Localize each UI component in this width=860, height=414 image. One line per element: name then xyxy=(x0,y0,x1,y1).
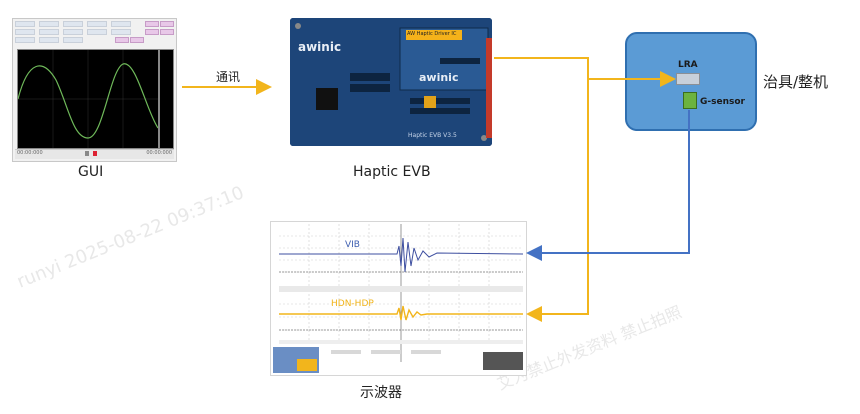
gui-button[interactable] xyxy=(145,21,159,27)
evb-label: Haptic EVB xyxy=(353,164,431,180)
scope-display xyxy=(273,224,524,373)
gui-button[interactable] xyxy=(115,37,129,43)
gui-field[interactable] xyxy=(15,37,35,43)
gui-sine-wave xyxy=(17,50,159,148)
gui-field[interactable] xyxy=(15,21,35,27)
gui-field[interactable] xyxy=(39,29,59,35)
gui-field[interactable] xyxy=(63,21,83,27)
oscilloscope-screen: VIB HDN-HDP xyxy=(270,221,527,376)
gui-field[interactable] xyxy=(63,29,83,35)
lra-label: LRA xyxy=(678,60,698,70)
comm-label: 通讯 xyxy=(216,70,241,84)
evb-to-scope-arrow xyxy=(526,79,589,322)
gui-button[interactable] xyxy=(160,21,174,27)
gui-field[interactable] xyxy=(111,21,131,27)
evb-chip-label: AW Haptic Driver IC xyxy=(407,31,457,37)
fixture-label: 治具/整机 xyxy=(763,73,829,91)
gui-button[interactable] xyxy=(130,37,144,43)
gui-field[interactable] xyxy=(39,21,59,27)
evb-to-lra-arrow xyxy=(494,57,676,87)
gui-field[interactable] xyxy=(87,21,107,27)
gsensor-to-scope-arrow xyxy=(526,110,690,261)
gui-status-left: 00:00:000 xyxy=(17,150,43,156)
gui-window: 00:00:000 00:00:000 xyxy=(12,18,177,162)
g-sensor-label: G-sensor xyxy=(700,97,745,107)
evb-brand-logo-2: awinic xyxy=(419,71,459,84)
gui-record-icon[interactable] xyxy=(93,151,97,156)
evb-board-graphic xyxy=(290,18,492,146)
gui-waveform-plot xyxy=(17,49,159,149)
evb-board-text: Haptic EVB V3.5 xyxy=(408,132,457,139)
haptic-evb-board: awinic awinic AW Haptic Driver IC Haptic… xyxy=(290,18,492,146)
scope-label: 示波器 xyxy=(360,385,402,401)
gui-stop-icon[interactable] xyxy=(85,151,89,156)
scope-ch1-label: VIB xyxy=(345,240,360,250)
gui-field[interactable] xyxy=(63,37,83,43)
gui-field[interactable] xyxy=(15,29,35,35)
gui-status-bar: 00:00:000 00:00:000 xyxy=(15,149,174,159)
gui-side-panel xyxy=(159,49,174,149)
gui-toolbar xyxy=(15,21,174,47)
g-sensor-chip xyxy=(683,92,697,109)
gui-button[interactable] xyxy=(145,29,159,35)
gui-field[interactable] xyxy=(39,37,59,43)
gui-button[interactable] xyxy=(160,29,174,35)
gui-label: GUI xyxy=(78,164,104,180)
gui-field[interactable] xyxy=(111,29,131,35)
gui-status-right: 00:00:000 xyxy=(146,150,172,156)
evb-brand-logo: awinic xyxy=(298,40,342,54)
scope-ch2-label: HDN-HDP xyxy=(331,299,374,309)
gui-field[interactable] xyxy=(87,29,107,35)
lra-actuator xyxy=(676,73,700,85)
